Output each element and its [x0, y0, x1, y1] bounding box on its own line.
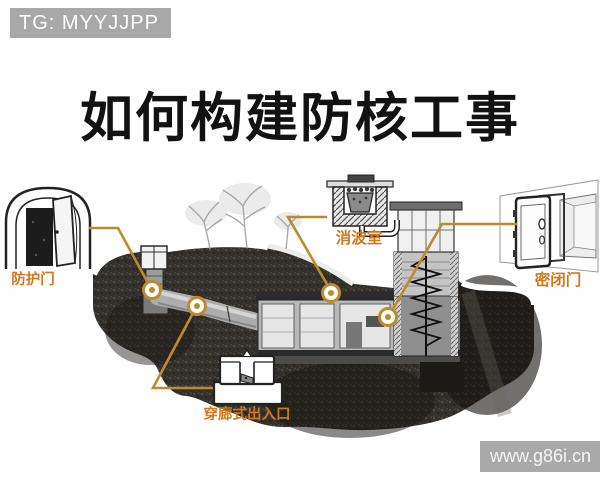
- corridor-entrance-inset: [212, 348, 284, 406]
- tg-badge: TG: MYYJJPP: [10, 8, 171, 38]
- protective-door-inset: [4, 186, 92, 269]
- callout-line-protective-door: [89, 226, 150, 284]
- label-wave-absorber: 消波室: [336, 228, 383, 247]
- page-title: 如何构建防核工事: [80, 89, 520, 148]
- airtight-door-leaf: [514, 194, 552, 270]
- label-airtight-door: 密闭门: [535, 270, 582, 289]
- callout-line-wave-absorber: [285, 215, 330, 287]
- stair-tower: [389, 201, 463, 357]
- earth-dark-patch: [265, 362, 435, 438]
- earth-light-streak: [461, 289, 512, 418]
- watermark: www.g86i.cn: [480, 441, 600, 472]
- callout-line-corridor-entrance: [150, 312, 213, 390]
- callout-line-airtight-door: [391, 222, 517, 310]
- label-corridor-entrance: 穿廊式出入口: [204, 405, 291, 423]
- equipment: [366, 316, 384, 327]
- spiral-staircase: [408, 256, 444, 356]
- machinery-below: [420, 362, 464, 392]
- wave-absorber-inset: [326, 174, 400, 237]
- inner-door: [240, 373, 254, 385]
- tower-house: [389, 201, 463, 253]
- break-mark: [242, 348, 252, 357]
- label-protective-door: 防护门: [11, 270, 55, 288]
- callout-rings: [142, 280, 398, 327]
- callout-ring-corridor-entrance: [187, 296, 207, 316]
- equipment: [346, 322, 362, 348]
- callout-ring-protective-door: [142, 280, 162, 300]
- trees: [185, 183, 302, 250]
- callout-ring-wave-absorber: [321, 283, 341, 303]
- airtight-door-inset: [499, 179, 599, 273]
- door-wheel-handle: [538, 218, 546, 230]
- callout-lines: [89, 215, 517, 390]
- earth-dark-patch: [105, 295, 195, 365]
- callout-ring-airtight-door: [378, 307, 398, 327]
- door-handle: [55, 230, 59, 234]
